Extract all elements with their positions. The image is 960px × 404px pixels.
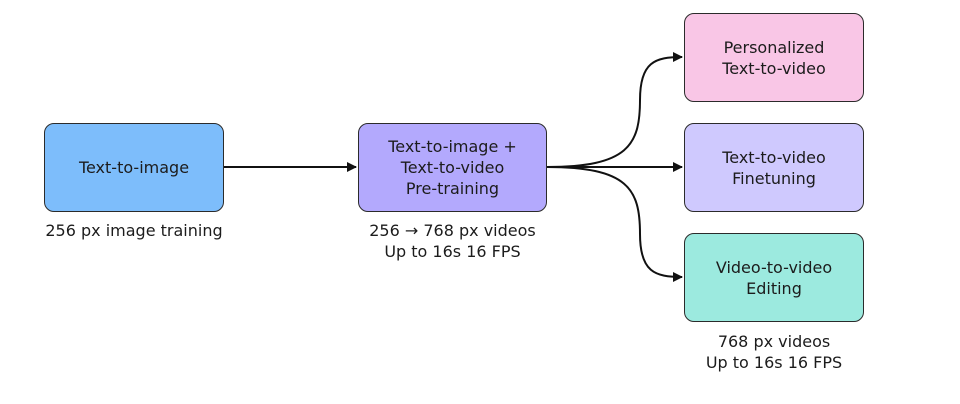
personalized-label-line-2: Text-to-video [722,58,826,78]
arrow-pretraining-to-editing [546,166,683,282]
editing-caption: 768 px videos Up to 16s 16 FPS [664,331,884,373]
pretraining-caption-line-1: 256 → 768 px videos [369,221,536,240]
text-to-image-node: Text-to-image [44,123,224,212]
editing-label-line-2: Editing [746,278,802,298]
pretraining-node: Text-to-image + Text-to-video Pre-traini… [358,123,547,212]
personalized-label-line-1: Personalized [723,37,825,57]
editing-label-line-1: Video-to-video [715,257,833,277]
finetuning-label-line-1: Text-to-video [722,147,826,167]
personalized-node: Personalized Text-to-video [684,13,864,102]
pretraining-label-line-1: Text-to-image + [388,137,517,156]
pretraining-label-line-2: Text-to-video [400,158,505,177]
text-to-image-label: Text-to-image [78,158,190,177]
finetuning-label-line-2: Finetuning [732,168,816,188]
arrow-pretraining-to-personalized [546,52,683,168]
finetuning-node: Text-to-video Finetuning [684,123,864,212]
text-to-image-caption-line-1: 256 px image training [45,221,223,240]
pretraining-label-line-3: Pre-training [405,179,500,198]
editing-caption-line-2: Up to 16s 16 FPS [705,353,843,372]
editing-node: Video-to-video Editing [684,233,864,322]
text-to-image-caption: 256 px image training [24,220,244,241]
editing-caption-line-1: 768 px videos [717,332,831,351]
pretraining-caption-line-2: Up to 16s 16 FPS [384,242,521,261]
pretraining-caption: 256 → 768 px videos Up to 16s 16 FPS [332,220,573,262]
